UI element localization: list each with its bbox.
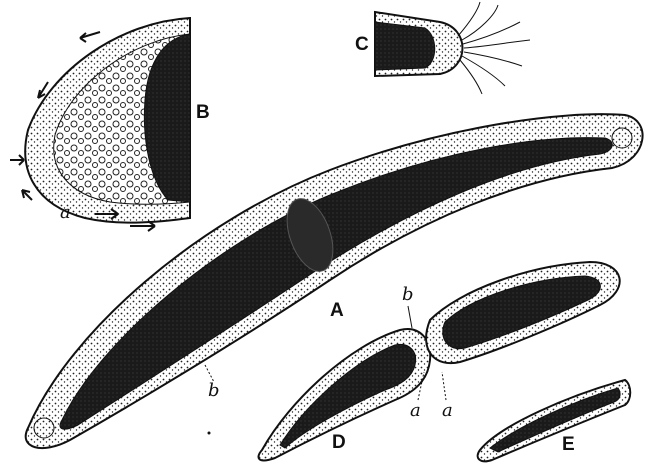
cell-E-chloroplast (490, 388, 620, 452)
cell-D-label-a-left: a (410, 400, 421, 421)
cell-C-chloroplast (375, 22, 435, 70)
cell-A-label: A (330, 300, 344, 321)
cell-E: E (478, 380, 631, 461)
cell-D-label-a-right: a (442, 400, 453, 421)
cell-B-arrow (22, 190, 32, 200)
stray-dot (208, 432, 211, 435)
cell-A-label-b: b (208, 380, 220, 401)
cell-C: C (355, 2, 530, 94)
cell-C-label: C (355, 34, 369, 55)
cell-B-label-a: a (60, 202, 71, 223)
cell-D-label: D (332, 432, 346, 453)
cell-E-label: E (562, 434, 575, 455)
cell-D-pointer-a-right (442, 372, 446, 400)
cell-D-label-b: b (402, 284, 414, 305)
cell-A-vacuole-right (612, 128, 632, 148)
cell-D-pointer-b (408, 306, 412, 328)
cell-B: B a (10, 18, 210, 231)
cell-B-label: B (196, 102, 210, 123)
cell-B-arrow (10, 155, 24, 165)
cell-A-vacuole-left (34, 418, 54, 438)
cell-B-arrow (80, 32, 100, 42)
cell-C-cilia (458, 2, 530, 94)
